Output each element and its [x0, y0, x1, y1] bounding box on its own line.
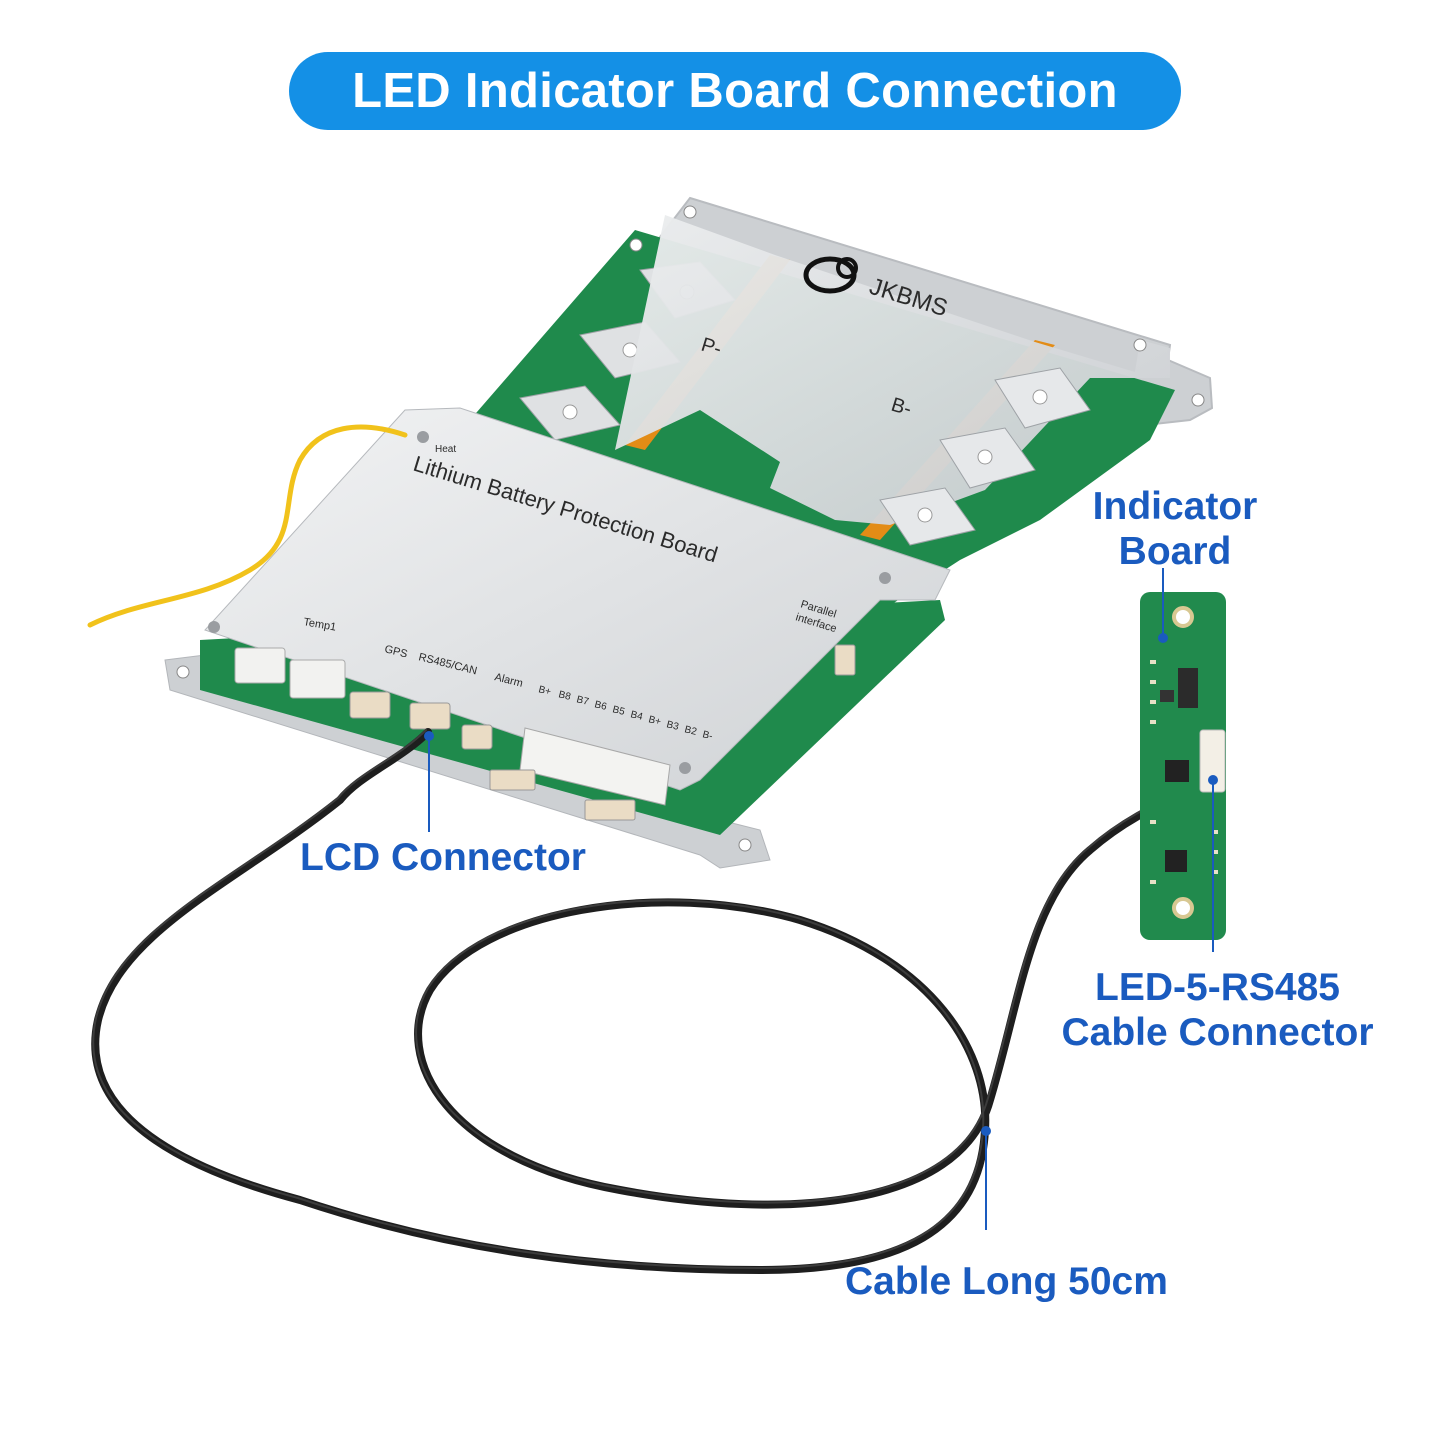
chip: [1178, 668, 1198, 708]
port-label: B3: [665, 719, 680, 733]
page-title: LED Indicator Board Connection: [352, 64, 1118, 118]
port-label: B5: [611, 704, 626, 718]
jkbms-logo: [803, 256, 858, 294]
heat-wire: [87, 424, 408, 628]
port-label: B8: [557, 689, 572, 703]
temp-connector: [289, 659, 346, 699]
port-label: GPS: [383, 643, 408, 660]
front-connectors: [234, 644, 856, 821]
led-cable-label-line2: Cable Connector: [1061, 1011, 1374, 1054]
parallel-connector: [834, 644, 856, 676]
port-label: B6: [593, 699, 608, 713]
rs485-connector: [409, 702, 451, 730]
port-label: B4: [629, 709, 644, 723]
led-cable-label-line1: LED-5-RS485: [1095, 966, 1340, 1009]
cable-length-text: Cable Long 50cm: [845, 1260, 1168, 1303]
port-label: B2: [683, 724, 698, 738]
port-label: B+: [537, 684, 552, 698]
led-cable-connector-label: LED-5-RS485 Cable Connector: [1040, 968, 1395, 1052]
cable-length-label: Cable Long 50cm: [845, 1262, 1215, 1301]
port-label: B7: [575, 694, 590, 708]
indicator-board-label-line1: Indicator: [1092, 485, 1258, 528]
callout-pointers: [424, 568, 1218, 1230]
chip: [1165, 850, 1187, 872]
front-aluminum-cover: Heat Lithium Battery Protection Board Te…: [204, 407, 951, 791]
mounting-screws: [629, 205, 1205, 407]
title-banner: LED Indicator Board Connection: [289, 52, 1181, 130]
balance-connector: [519, 727, 671, 806]
b-minus-terminals: [879, 367, 1091, 546]
lower-connector: [489, 769, 536, 791]
gps-connector: [349, 691, 391, 719]
temp-connector: [234, 647, 286, 684]
lcd-connector-label: LCD Connector: [300, 838, 620, 877]
indicator-board: [1140, 592, 1226, 940]
port-label: B+: [647, 714, 662, 728]
indicator-board-label: Indicator Board: [1075, 487, 1275, 571]
chip: [1160, 690, 1174, 702]
lower-connector: [584, 799, 636, 821]
indicator-board-label-line2: Board: [1118, 530, 1232, 573]
chip: [1165, 760, 1189, 782]
lcd-connector-text: LCD Connector: [300, 836, 586, 879]
heat-label: Heat: [435, 444, 456, 455]
port-label: B-: [701, 729, 713, 742]
alarm-connector: [461, 724, 493, 750]
temp-label: Temp1: [302, 616, 337, 634]
